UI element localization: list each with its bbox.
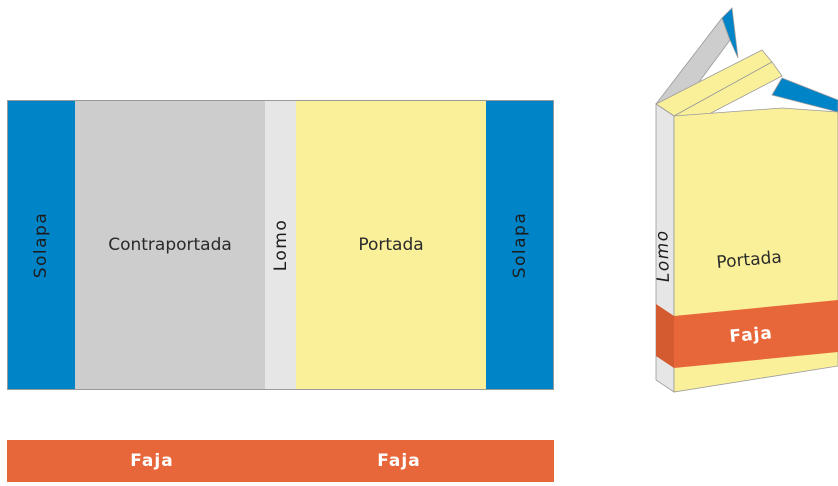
book-lomo-label: Lomo bbox=[652, 229, 674, 283]
solapa-left-panel: Solapa bbox=[7, 100, 75, 390]
solapa-left-label: Solapa bbox=[31, 211, 51, 279]
portada-label: Portada bbox=[358, 235, 424, 255]
faja-strip-label-2: Faja bbox=[377, 451, 421, 471]
solapa-right-label: Solapa bbox=[510, 211, 530, 279]
faja-band-spine-shape bbox=[656, 304, 674, 368]
solapa-right-panel: Solapa bbox=[486, 100, 554, 390]
back-flap-shape bbox=[721, 7, 739, 59]
faja-strip-label-1: Faja bbox=[130, 451, 174, 471]
contraportada-panel: Contraportada bbox=[75, 100, 265, 390]
book-faja-label: Faja bbox=[729, 323, 774, 347]
faja-band-front-shape bbox=[674, 300, 838, 368]
flat-cover-layout: Solapa Contraportada Lomo Portada Solapa bbox=[7, 100, 554, 390]
lomo-panel: Lomo bbox=[265, 100, 296, 390]
portada-panel: Portada bbox=[296, 100, 486, 390]
lomo-label: Lomo bbox=[270, 218, 291, 272]
book-3d-illustration: Lomo Portada Faja bbox=[652, 7, 838, 393]
contraportada-label: Contraportada bbox=[108, 235, 232, 255]
front-flap-shape bbox=[771, 77, 838, 113]
faja-strip: Faja Faja bbox=[7, 440, 554, 482]
